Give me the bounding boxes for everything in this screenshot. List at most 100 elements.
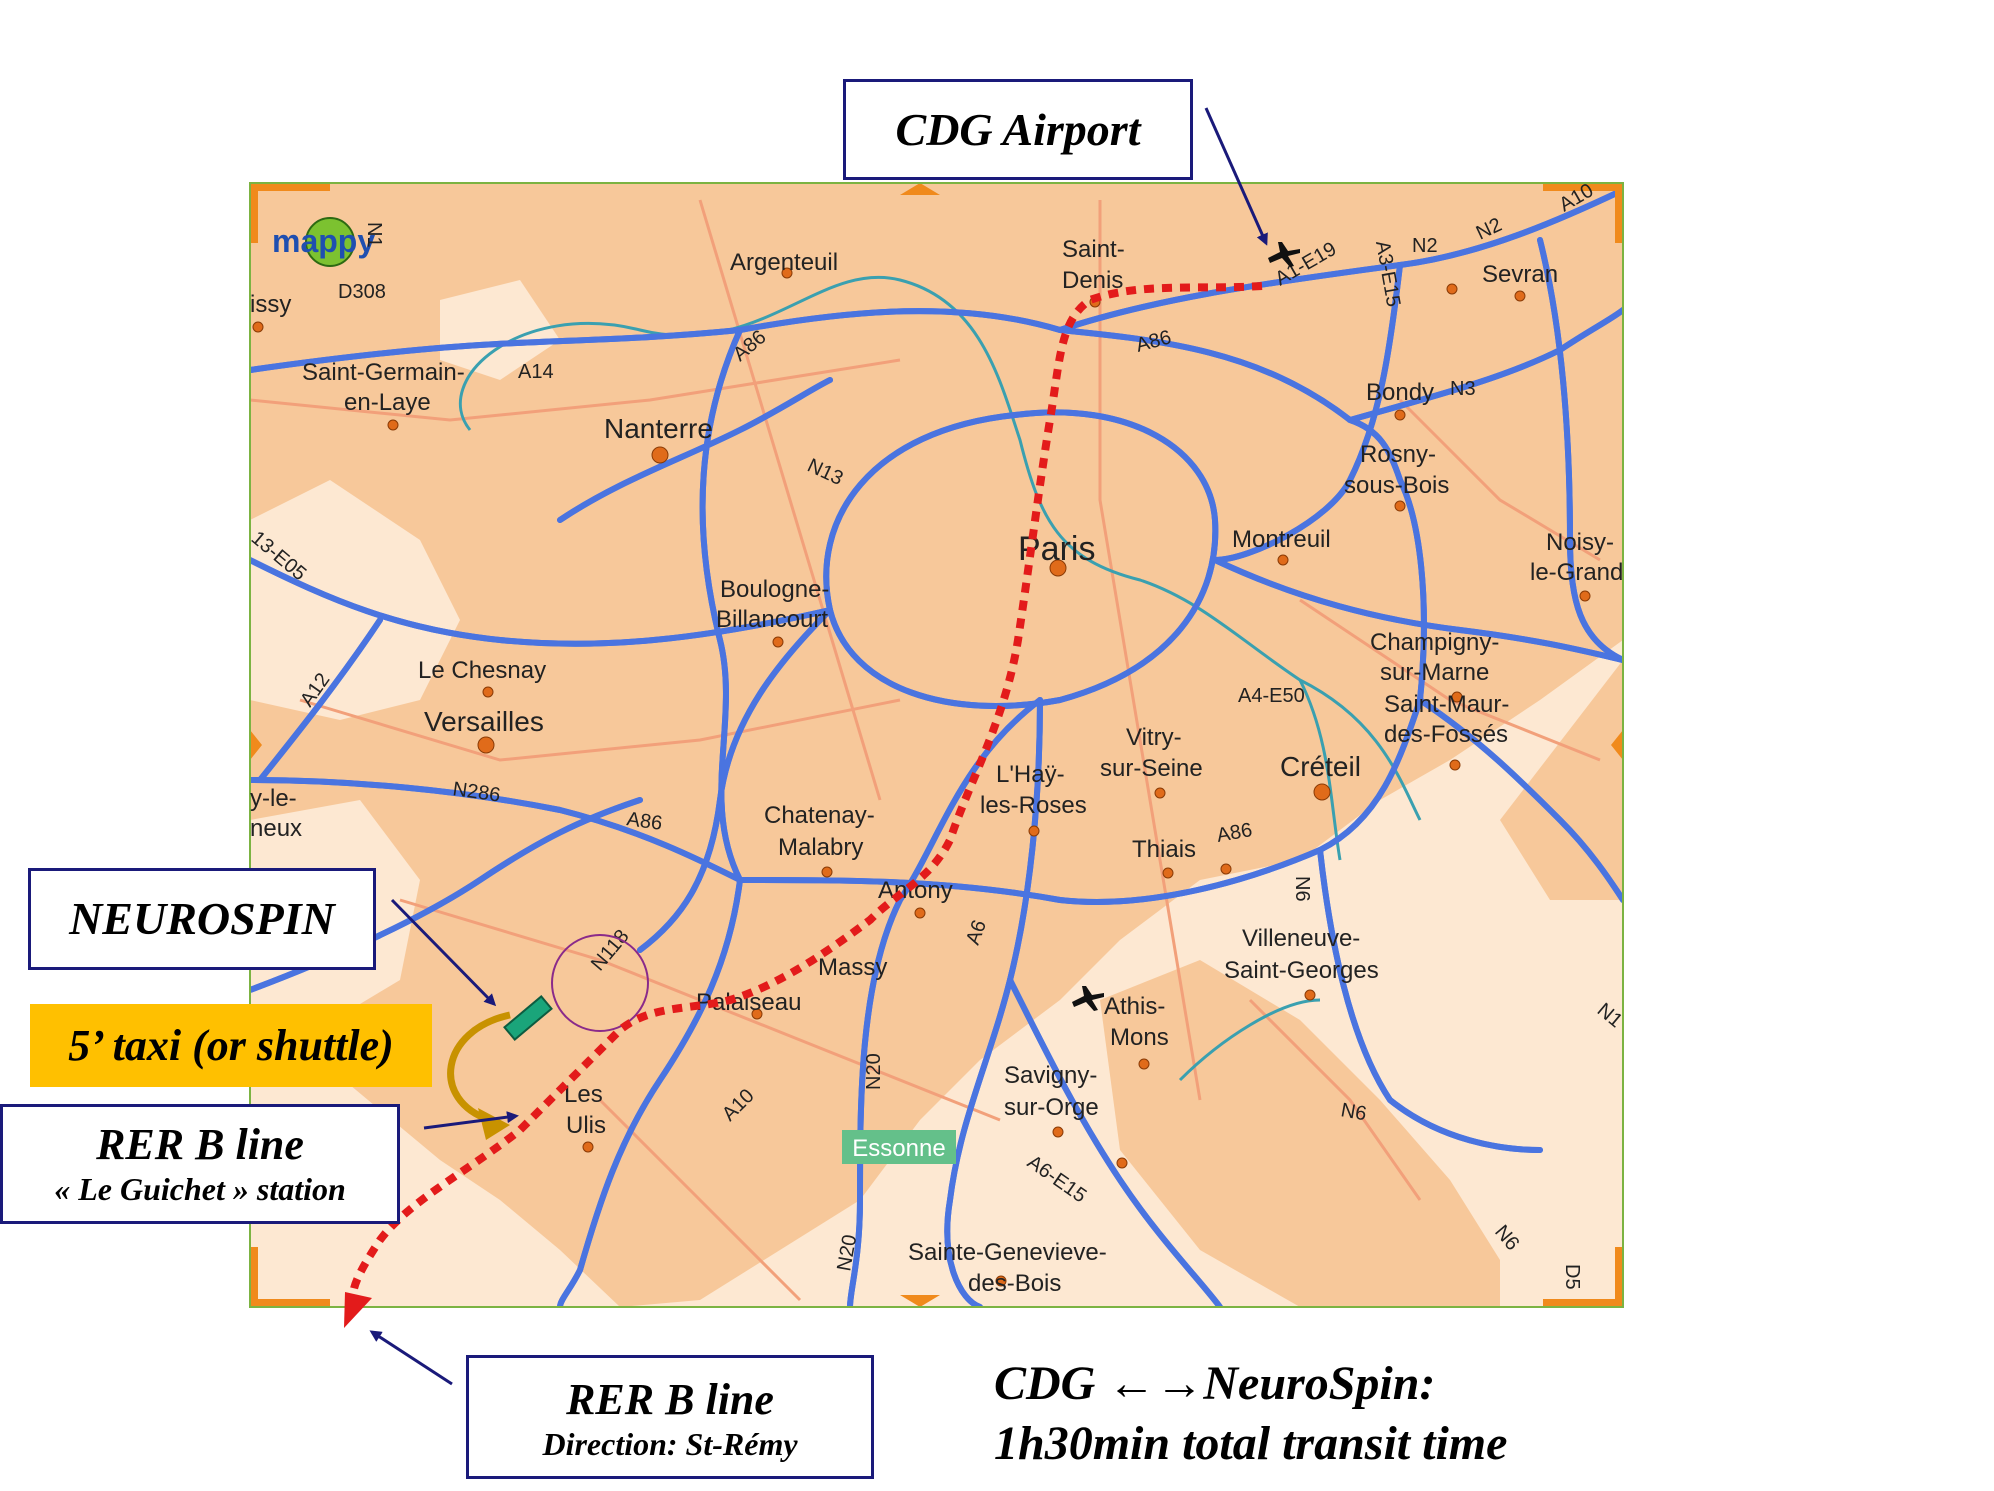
- urban-area-east: [1500, 660, 1623, 900]
- taxi-callout: 5’ taxi (or shuttle): [30, 1004, 432, 1087]
- cdg-airport-callout: CDG Airport: [843, 79, 1193, 180]
- city-noisy-1: Noisy-: [1546, 529, 1614, 556]
- taxi-label: 5’ taxi (or shuttle): [68, 1021, 394, 1070]
- highway-a4: [1212, 557, 1623, 663]
- guichet-arrow: [423, 1111, 519, 1130]
- rer-stremy-callout: RER B line Direction: St-Rémy: [466, 1355, 874, 1479]
- city-versailles: Versailles: [424, 706, 544, 737]
- urban-area-core: [250, 183, 1623, 1307]
- road-n6-v: N6: [1291, 876, 1313, 902]
- cdg-airport-label: CDG Airport: [895, 104, 1141, 155]
- rer-guichet-callout: RER B line « Le Guichet » station: [0, 1104, 400, 1224]
- city-guyancourt-2: neux: [250, 815, 302, 842]
- neurospin-marker: [503, 995, 553, 1041]
- city-vitry-1: Vitry-: [1126, 724, 1182, 751]
- city-saint-germain-2: en-Laye: [344, 389, 431, 416]
- rural-patch-west: [250, 480, 460, 720]
- highway-east-south: [1417, 697, 1623, 903]
- city-guyancourt-1: y-le-: [250, 785, 297, 812]
- urban-areas: [250, 183, 1623, 1307]
- highway-a12: [257, 617, 383, 783]
- city-chatenay-2: Malabry: [778, 834, 863, 861]
- river-orge: [1178, 998, 1321, 1082]
- highways: [250, 187, 1623, 1307]
- highway-a1: [1057, 187, 1623, 333]
- highway-a86-east: [1347, 417, 1427, 703]
- city-rosny-1: Rosny-: [1360, 441, 1436, 468]
- corner-mark-bl-h: [250, 1299, 330, 1307]
- road-d308: D308: [338, 281, 386, 303]
- rer-b-route: [349, 282, 1263, 1302]
- highway-a10: [557, 877, 743, 1307]
- city-argenteuil: Argenteuil: [730, 249, 838, 276]
- city-sainte-gen-2: des-Bois: [968, 1270, 1061, 1297]
- city-sevran: Sevran: [1482, 261, 1558, 288]
- airport-cdg-icon: [1268, 242, 1300, 267]
- city-thiais: Thiais: [1132, 836, 1196, 863]
- essonne-badge: [842, 1130, 956, 1164]
- stremy-arrow: [369, 1330, 453, 1386]
- highway-n20: [847, 697, 1043, 1307]
- city-les-ulis-2: Ulis: [566, 1112, 606, 1139]
- city-bondy: Bondy: [1366, 379, 1434, 406]
- city-sainte-gen-1: Sainte-Genevieve-: [908, 1239, 1107, 1266]
- highway-n13: [557, 377, 833, 523]
- corner-mark-tr-h: [1543, 183, 1623, 191]
- road-n1: N1: [363, 222, 385, 248]
- city-creteil: Créteil: [1280, 751, 1361, 782]
- highway-a3: [1212, 262, 1403, 563]
- city-dots: [252, 267, 1591, 1287]
- mappy-logo: mappy: [272, 217, 375, 267]
- city-athis-2: Mons: [1110, 1024, 1169, 1051]
- corner-mark-br-h: [1543, 1299, 1623, 1307]
- city-athis-1: Athis-: [1104, 993, 1165, 1020]
- road-a14: A14: [518, 361, 554, 383]
- road-a86-sw: A86: [625, 808, 663, 835]
- city-boulogne-2: Billancourt: [716, 606, 828, 633]
- highway-a6-e15: [1007, 977, 1223, 1307]
- city-saint-maur-1: Saint-Maur-: [1384, 691, 1509, 718]
- city-saint-denis-1: Saint-: [1062, 236, 1125, 263]
- mappy-globe-icon: [305, 217, 355, 267]
- map-canvas: [250, 183, 1623, 1307]
- city-champigny-1: Champigny-: [1370, 629, 1499, 656]
- city-labels: Paris Argenteuil Saint- Denis Sevran Bon…: [250, 236, 1623, 1297]
- airports: [1072, 242, 1300, 1011]
- transit-caption: CDG ←→NeuroSpin: 1h30min total transit t…: [994, 1354, 1507, 1474]
- airport-orly-icon: [1072, 986, 1104, 1011]
- city-montreuil: Montreuil: [1232, 526, 1331, 553]
- mappy-wordmark: mappy: [272, 223, 375, 259]
- taxi-curve-arrow: [447, 1011, 511, 1124]
- edge-mark-top: [900, 183, 940, 195]
- corner-mark-br-v: [1615, 1247, 1623, 1307]
- rer-stremy-direction: Direction: St-Rémy: [542, 1426, 798, 1462]
- highway-a104: [1537, 237, 1623, 663]
- city-les-ulis-1: Les: [564, 1081, 603, 1108]
- urban-area-southeast: [1100, 960, 1500, 1307]
- river-seine: [458, 275, 1422, 821]
- callout-arrows: [369, 107, 1268, 1386]
- transit-caption-line2: 1h30min total transit time: [994, 1417, 1508, 1470]
- city-le-chesnay: Le Chesnay: [418, 657, 546, 684]
- minor-roads: [250, 199, 1601, 1302]
- corner-mark-tl-h: [250, 183, 330, 191]
- peripherique: [823, 409, 1219, 709]
- corner-mark-tl-v: [250, 183, 258, 243]
- cdg-arrow: [1204, 107, 1268, 246]
- corner-mark-bl-v: [250, 1247, 258, 1307]
- city-villeneuve-1: Villeneuve-: [1242, 925, 1360, 952]
- city-saint-germain-1: Saint-Germain-: [302, 359, 465, 386]
- city-boulogne-1: Boulogne-: [720, 576, 829, 603]
- frame-marks: [250, 183, 1623, 1307]
- neurospin-callout: NEUROSPIN: [28, 868, 376, 970]
- highway-n286: [250, 777, 743, 883]
- highway-n118: [637, 607, 833, 953]
- city-savigny-1: Savigny-: [1004, 1062, 1097, 1089]
- city-chatenay-1: Chatenay-: [764, 802, 875, 829]
- road-n3: N3: [1450, 378, 1476, 400]
- city-saint-maur-2: des-Fossés: [1384, 721, 1508, 748]
- neurospin-label: NEUROSPIN: [69, 893, 335, 944]
- city-vitry-2: sur-Seine: [1100, 755, 1203, 782]
- city-savigny-2: sur-Orge: [1004, 1094, 1099, 1121]
